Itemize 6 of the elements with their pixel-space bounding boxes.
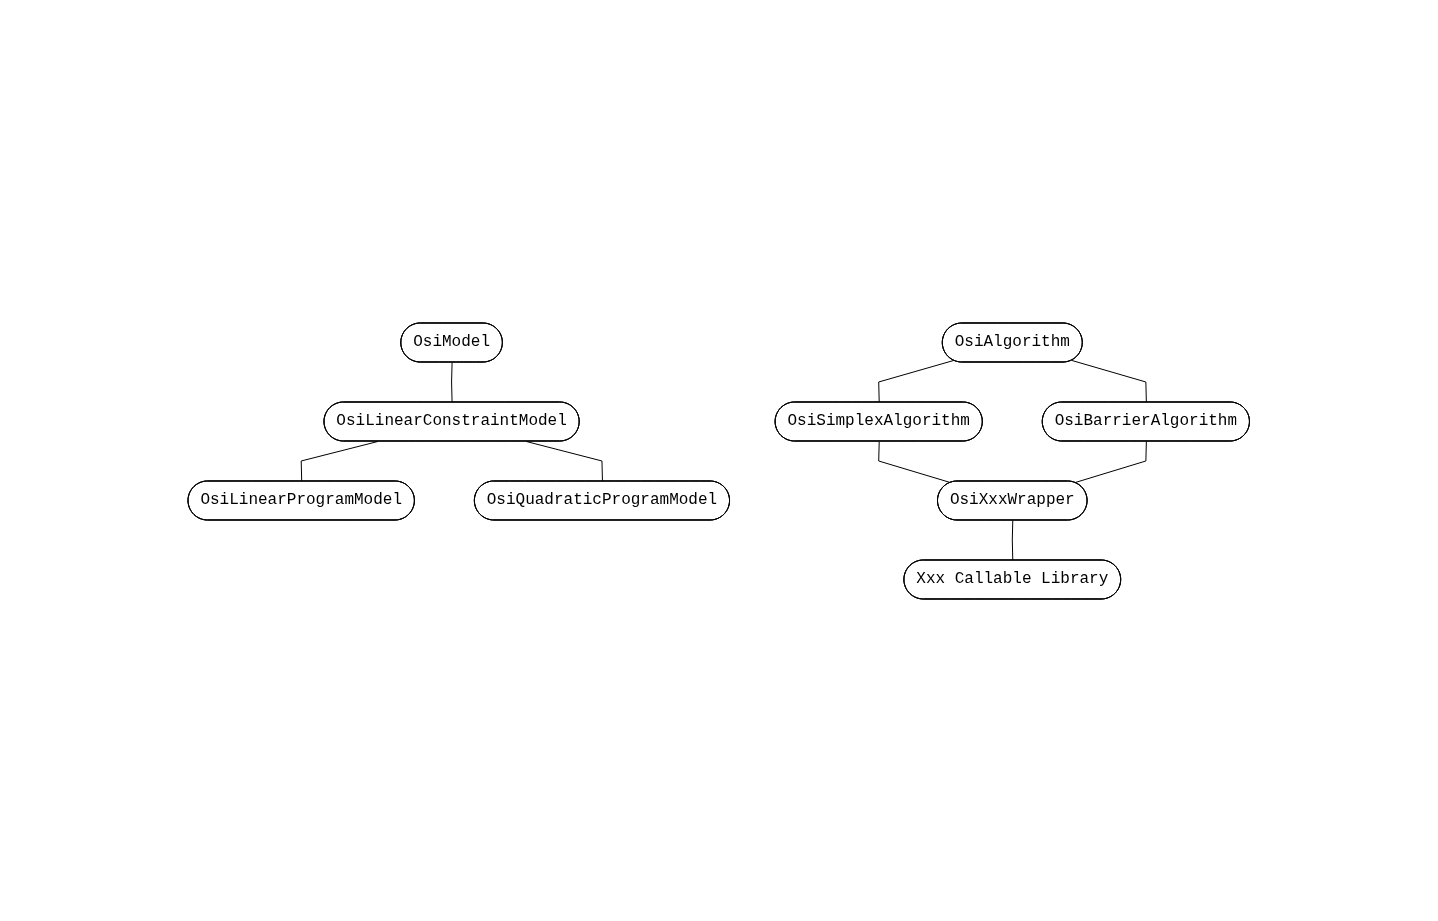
- connector: [878, 359, 955, 403]
- connector: [1012, 519, 1014, 561]
- connector: [526, 440, 604, 482]
- connector: [300, 440, 379, 482]
- connector: [1071, 359, 1148, 403]
- connector: [451, 361, 453, 403]
